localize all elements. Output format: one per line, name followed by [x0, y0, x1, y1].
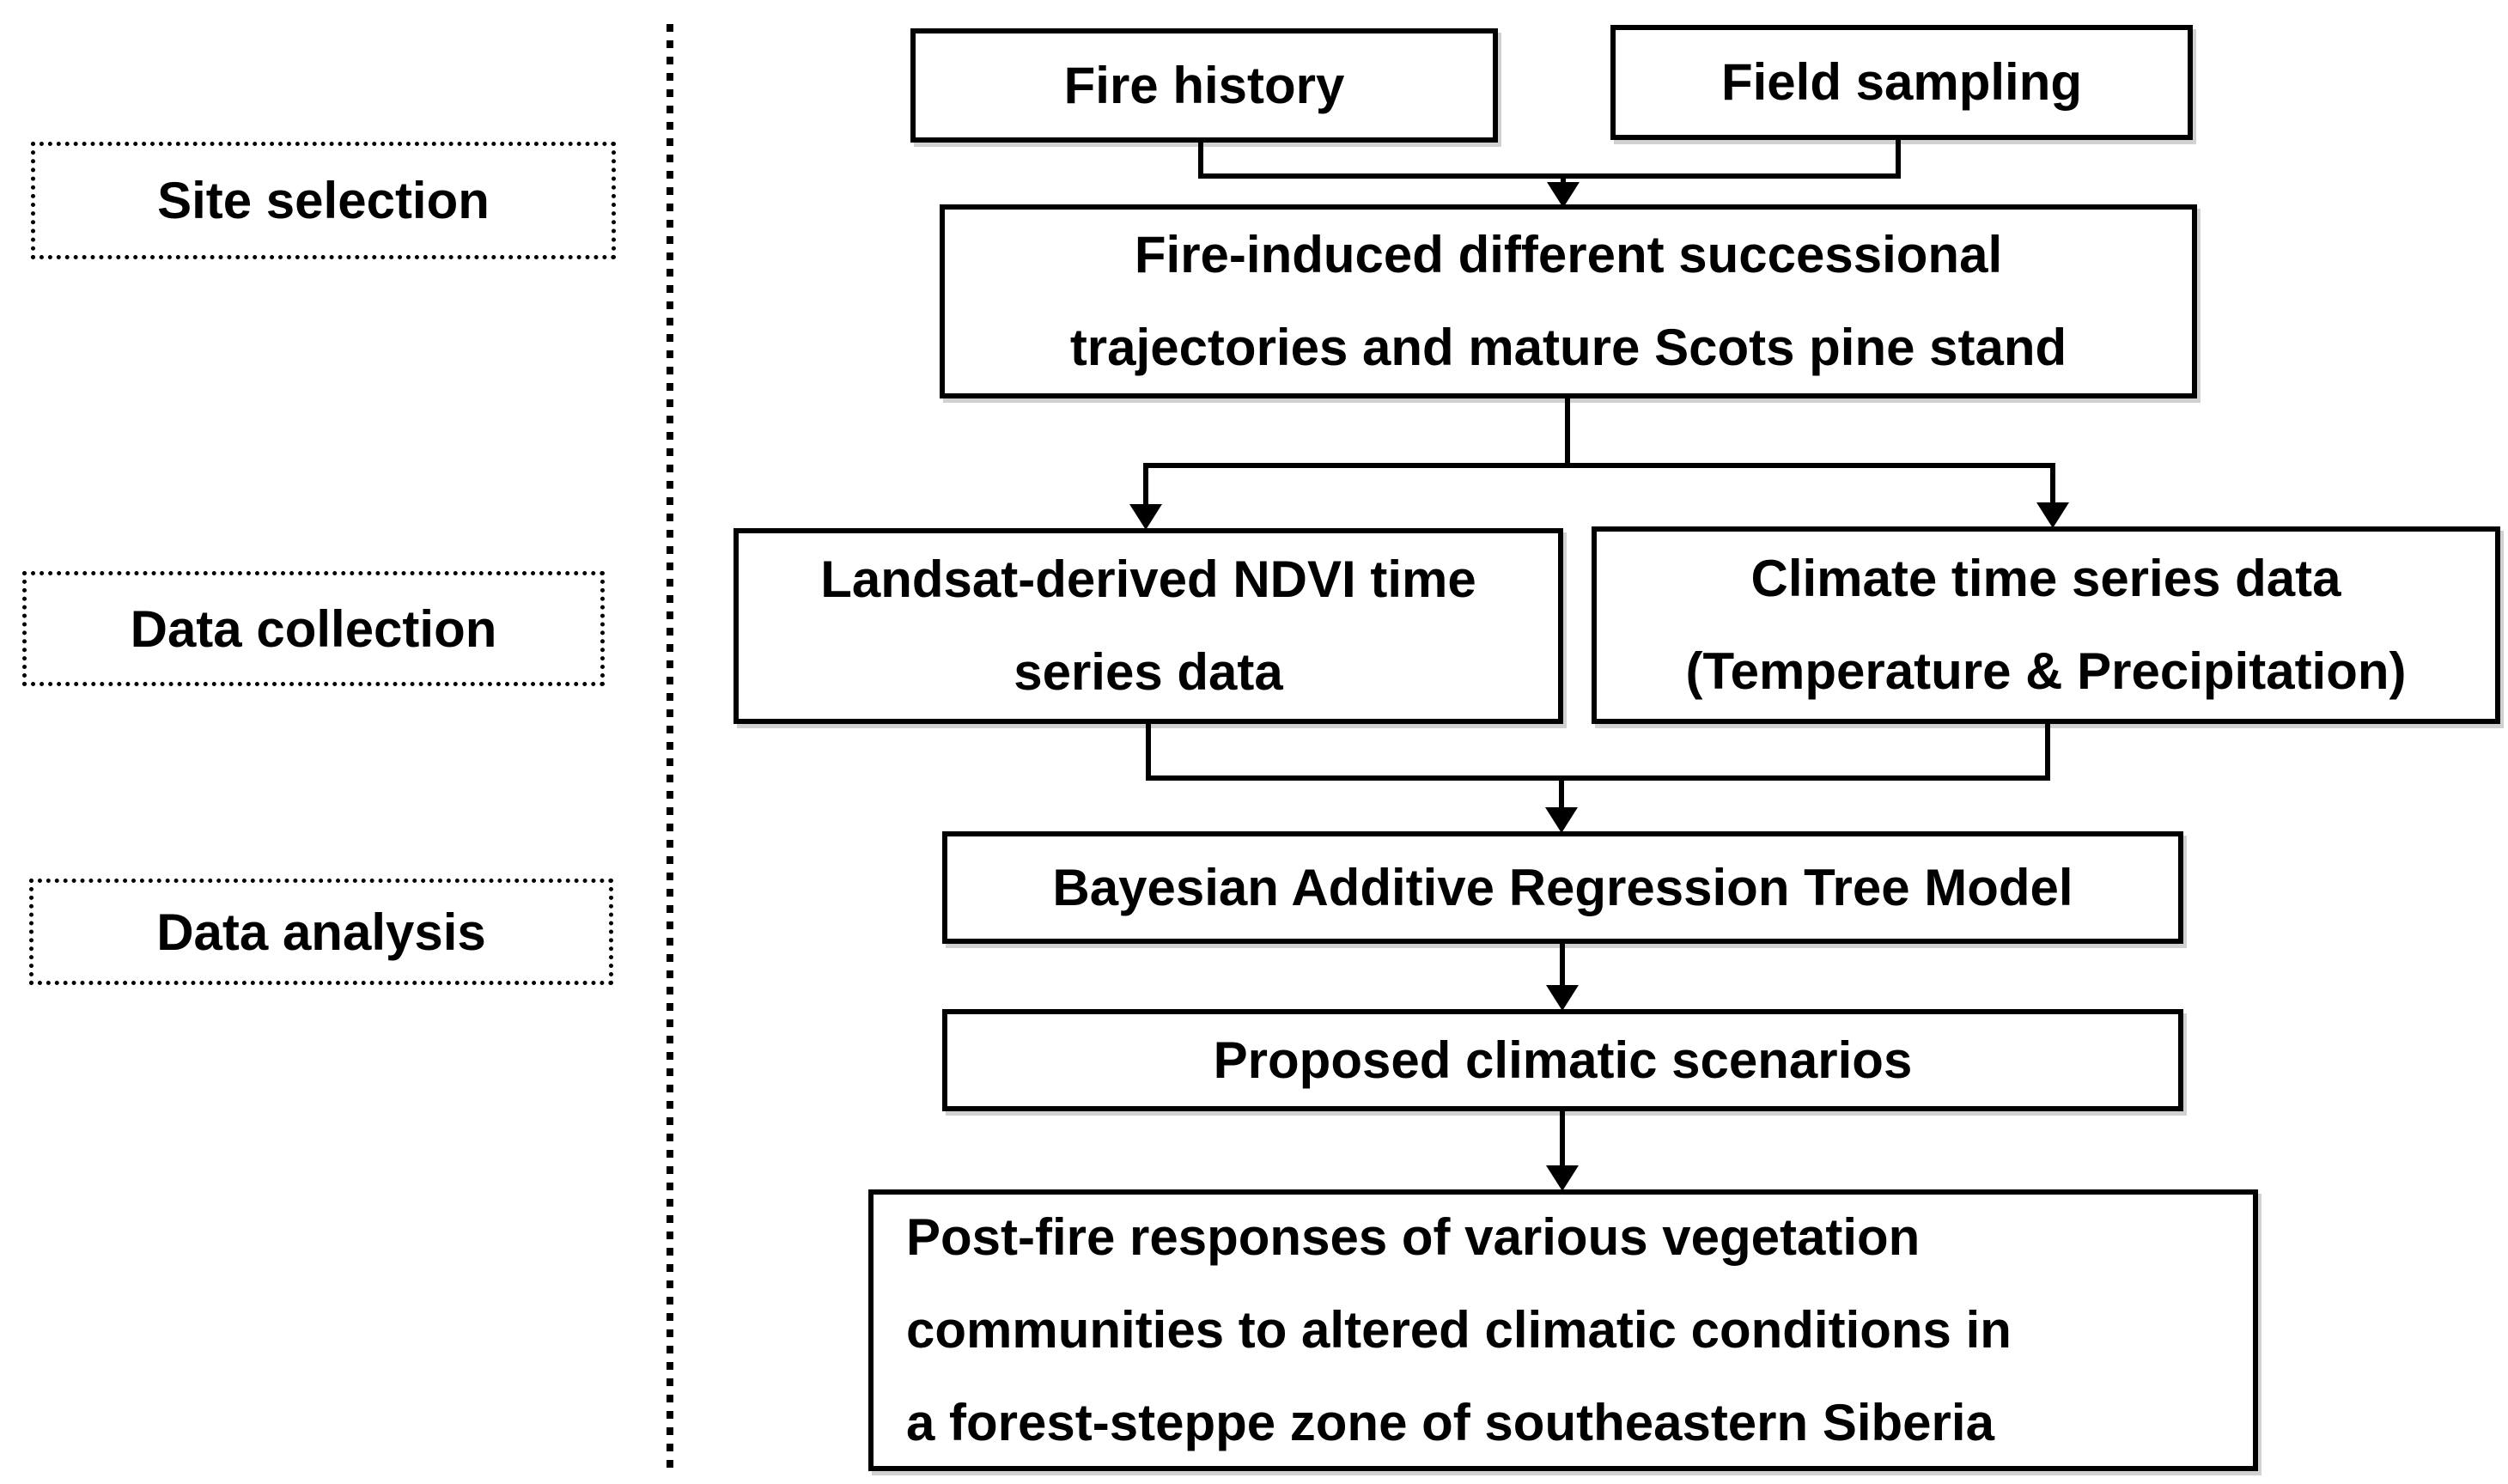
connector-bottom-merge-stem [1559, 779, 1564, 807]
node-field-sampling: Field sampling [1610, 25, 2193, 140]
arrow-head-into-landsat [1129, 504, 1162, 530]
connector-field-sampling-drop [1896, 139, 1901, 179]
node-bayesian-regression-tree-model: Bayesian Additive Regression Tree Model [942, 831, 2183, 944]
connector-climate-drop [2045, 721, 2050, 781]
arrow-head-into-scenarios [1546, 985, 1579, 1011]
node-proposed-climatic-scenarios: Proposed climatic scenarios [942, 1009, 2183, 1111]
node-fire-induced-successional-trajectories: Fire-induced different successional traj… [940, 204, 2197, 398]
node-landsat-ndvi-time-series: Landsat-derived NDVI time series data [734, 528, 1563, 724]
dotted-divider-line [667, 24, 673, 1472]
stage-label-data-analysis: Data analysis [29, 879, 613, 985]
node-climate-time-series: Climate time series data (Temperature & … [1592, 526, 2500, 724]
connector-fire-history-drop [1198, 142, 1203, 179]
arrow-head-into-fire-induced [1547, 182, 1580, 208]
arrow-head-into-outcome [1546, 1165, 1579, 1191]
connector-split-stem [1565, 395, 1570, 468]
stage-label-data-collection: Data collection [22, 571, 605, 686]
connector-scenarios-to-outcome-stem [1560, 1109, 1565, 1165]
connector-split-right-drop [2050, 466, 2055, 503]
node-fire-history: Fire history [910, 28, 1498, 143]
connector-bart-to-scenarios-stem [1560, 942, 1565, 985]
arrow-head-into-bart [1545, 807, 1578, 833]
node-post-fire-responses-outcome: Post-fire responses of various vegetatio… [868, 1189, 2258, 1471]
connector-top-merge-bar [1198, 173, 1901, 179]
connector-landsat-drop [1146, 721, 1151, 781]
connector-split-bar [1143, 463, 2055, 468]
arrow-head-into-climate [2036, 502, 2069, 528]
connector-bottom-merge-bar [1146, 775, 2050, 781]
connector-split-left-drop [1143, 466, 1148, 505]
stage-label-site-selection: Site selection [31, 142, 616, 259]
